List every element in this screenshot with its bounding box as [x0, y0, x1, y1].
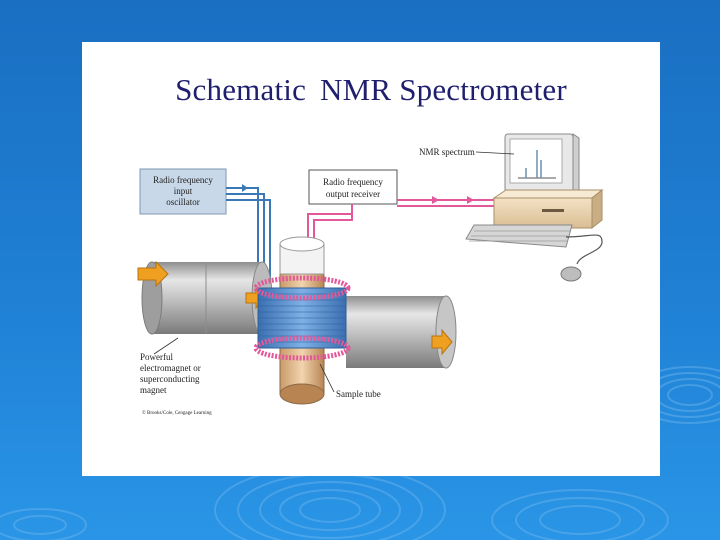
receiver-label-line1: Radio frequency — [323, 177, 383, 187]
nmr-schematic-diagram: Radio frequency input oscillator Radio f… — [82, 42, 660, 476]
magnet-pole-left — [138, 262, 272, 334]
rf-input-oscillator: Radio frequency input oscillator — [140, 169, 226, 214]
rf-coil — [256, 278, 348, 358]
oscillator-label-line2: input — [174, 186, 193, 196]
nmr-spectrum-label: NMR spectrum — [419, 147, 475, 157]
magnet-pole-right: N — [334, 296, 456, 368]
magnet-label-line2: electromagnet or — [140, 363, 201, 373]
computer-display-icon: NMR spectrum — [419, 134, 602, 281]
oscillator-label-line1: Radio frequency — [153, 175, 213, 185]
receiver-label-line2: output receiver — [326, 189, 380, 199]
magnet-label-line3: superconducting — [140, 374, 200, 384]
magnet-label-line4: magnet — [140, 385, 167, 395]
copyright-credit: © Brooks/Cole, Cengage Learning — [142, 410, 212, 416]
sample-tube-label: Sample tube — [336, 389, 381, 399]
rf-output-receiver: Radio frequency output receiver — [309, 170, 397, 204]
magnet-label-line1: Powerful — [140, 352, 173, 362]
oscillator-label-line3: oscillator — [166, 197, 200, 207]
